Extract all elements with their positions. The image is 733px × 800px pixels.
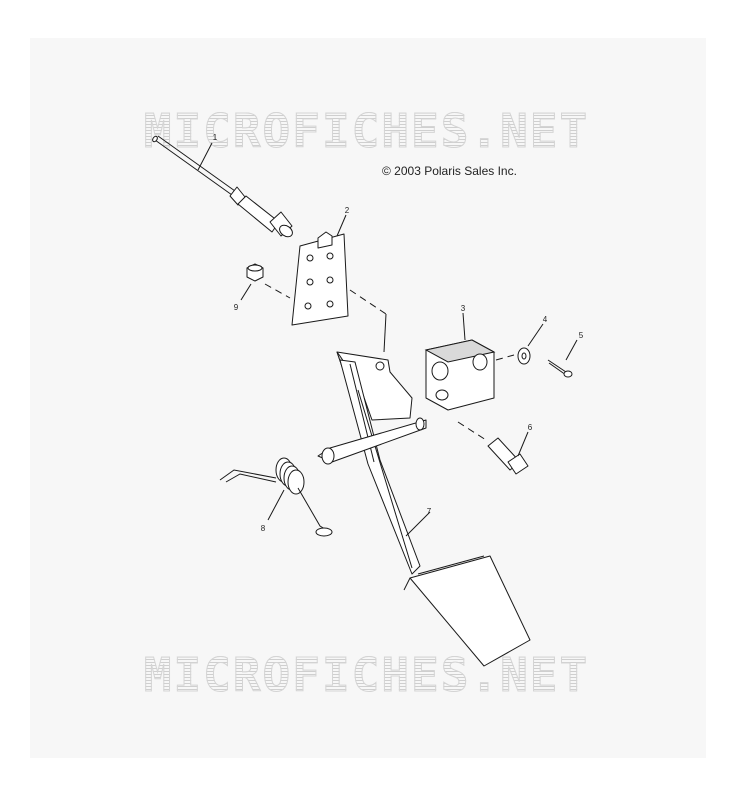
watermark-bottom: MICROFICHES.NET xyxy=(0,648,733,703)
part-8-torsion-spring xyxy=(219,457,333,537)
callout-9: 9 xyxy=(234,303,239,312)
part-4-washer xyxy=(517,323,544,365)
part-1-cable-rod xyxy=(152,135,293,238)
callout-5: 5 xyxy=(579,331,584,340)
part-5-cotter-pin xyxy=(547,339,578,378)
part-3-pivot-block xyxy=(424,312,515,411)
callout-2: 2 xyxy=(345,206,350,215)
callout-7: 7 xyxy=(427,507,432,516)
callout-6: 6 xyxy=(528,423,533,432)
part-6-bolt xyxy=(457,421,529,475)
watermark-top: MICROFICHES.NET xyxy=(0,104,733,159)
part-9-nut xyxy=(240,263,291,301)
part-2-mounting-bracket xyxy=(291,214,387,353)
callout-3: 3 xyxy=(461,304,466,313)
part-7-pedal xyxy=(317,351,531,667)
callout-4: 4 xyxy=(543,315,548,324)
callout-layer: 1 2 3 4 5 6 7 8 9 xyxy=(213,133,584,533)
callout-8: 8 xyxy=(261,524,266,533)
copyright-notice: © 2003 Polaris Sales Inc. xyxy=(382,164,517,178)
callout-1: 1 xyxy=(213,133,218,142)
